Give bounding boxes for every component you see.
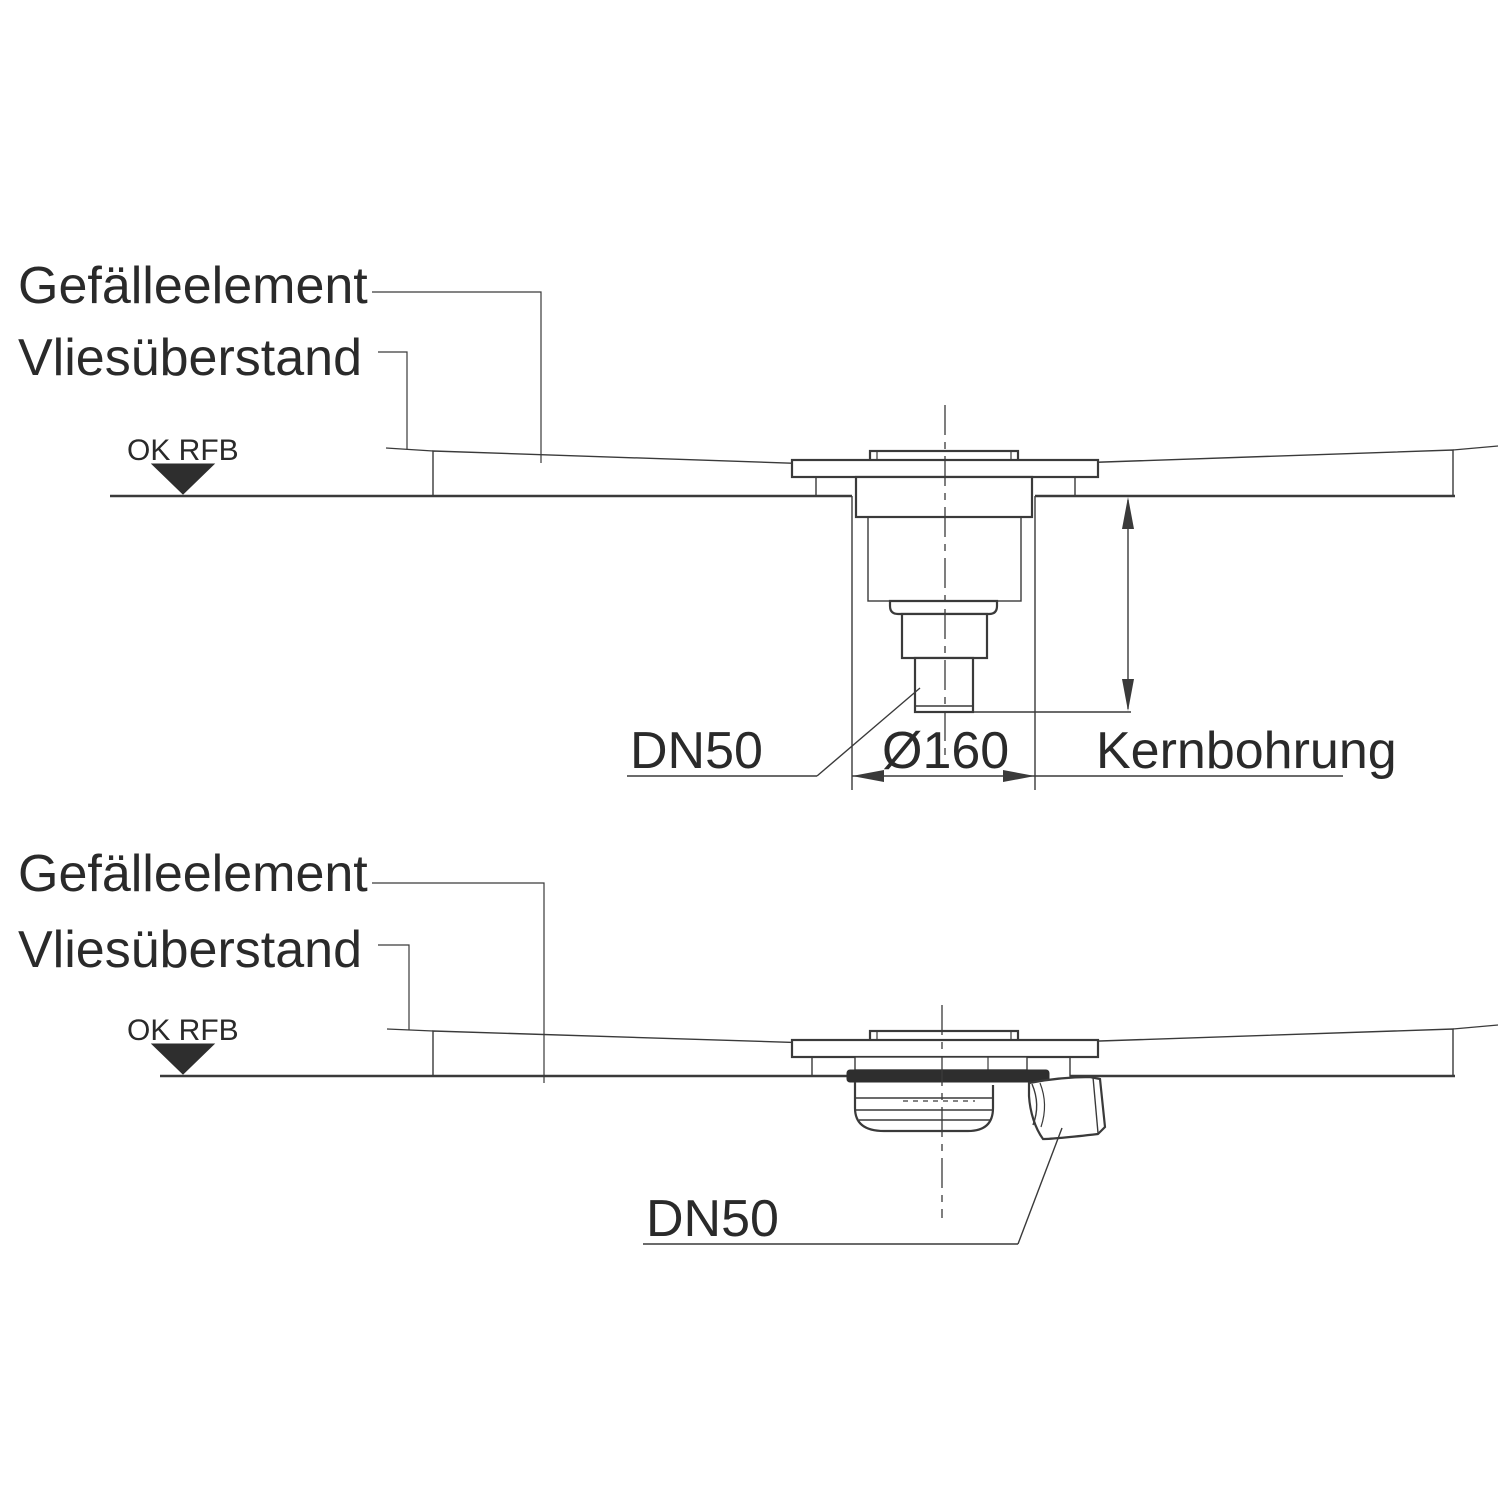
label-slope-element: Gefälleelement (18, 845, 368, 903)
fleece-line-right (1452, 445, 1499, 451)
outlet-spout (1027, 1075, 1107, 1141)
trap-neck (854, 1056, 1028, 1071)
label-leaders (372, 882, 545, 1083)
fleece-line-left (385, 447, 434, 452)
outlet-crease-1 (1031, 1083, 1038, 1126)
dimension-arrow-right-icon (1003, 770, 1035, 782)
outlet-pipe (913, 656, 975, 714)
label-slope-element: Gefälleelement (18, 257, 368, 315)
flat-drain-body (790, 1029, 1107, 1141)
label-floor-level: OK RFB (127, 1014, 239, 1047)
outlet-crease-2 (1039, 1082, 1046, 1128)
fleece-line-left (386, 1028, 434, 1032)
lower-diagram: Gefälleelement Vliesüberstand OK RFB DN5… (18, 845, 1499, 1248)
level-marker-icon (150, 463, 216, 495)
label-outlet-size: DN50 (630, 722, 763, 780)
screed-hatch-right (1069, 1028, 1454, 1077)
seal-band (846, 1069, 1050, 1083)
lower-floor-section (160, 1024, 1499, 1078)
label-outlet-size: DN50 (646, 1190, 779, 1248)
level-marker-icon (150, 1043, 216, 1075)
upper-diagram: Gefälleelement Vliesüberstand OK RFB DN5… (18, 257, 1499, 790)
upper-floor-section (110, 445, 1499, 498)
fleece-line-right (1452, 1024, 1499, 1030)
label-core-hole: Kernbohrung (1096, 722, 1397, 780)
trap-bowl (853, 1082, 995, 1133)
dn50-leader (643, 1127, 1063, 1245)
screed-hatch-left (432, 450, 817, 497)
dimension-arrow-up-icon (1122, 497, 1134, 529)
dn50-leader (627, 687, 921, 777)
label-leaders (372, 291, 542, 463)
outlet-end-ring (1092, 1076, 1099, 1134)
diameter-dimension (852, 770, 1343, 782)
screed-hatch-left (432, 1030, 813, 1077)
label-floor-level: OK RFB (127, 434, 239, 467)
screed-hatch-right (1074, 449, 1454, 497)
dimension-arrow-down-icon (1122, 679, 1134, 711)
label-core-hole-diameter: Ø160 (882, 722, 1009, 780)
dimension-arrow-left-icon (852, 770, 884, 782)
drain-housing (854, 475, 1034, 519)
label-fleece-overhang: Vliesüberstand (18, 329, 362, 387)
depth-dimension (973, 497, 1134, 713)
drain-collar (888, 599, 999, 616)
drain-flange (790, 1038, 1100, 1059)
label-fleece-overhang: Vliesüberstand (18, 921, 362, 979)
